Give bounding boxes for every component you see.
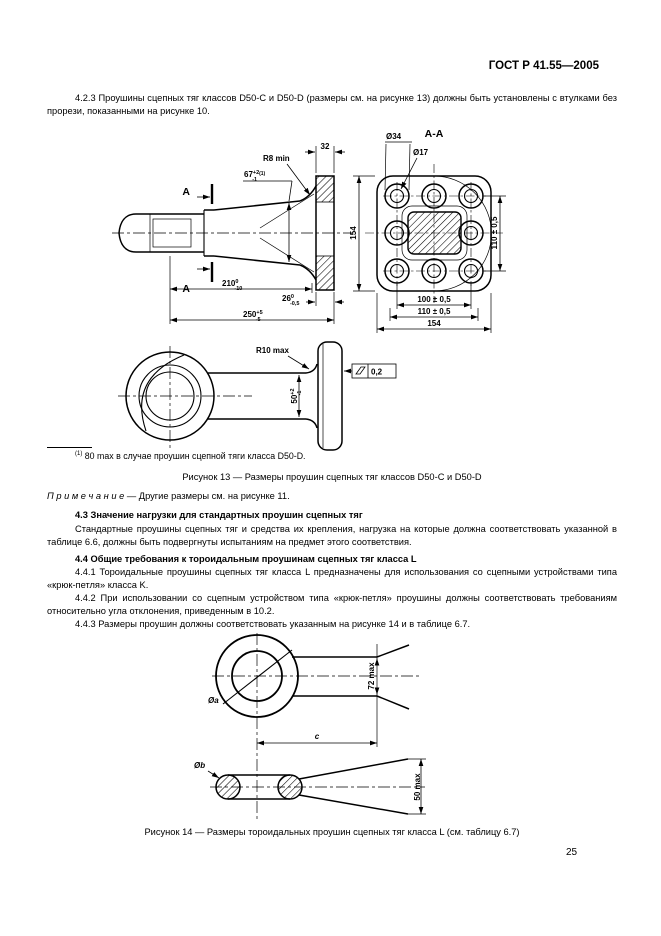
paragraph-4-3: Стандартные проушины сцепных тяг и средс… xyxy=(47,524,617,547)
fig13-caption: Рисунок 13 — Размеры проушин сцепных тяг… xyxy=(182,472,482,482)
figure-14: Øа 72 max c Øb 50 max xyxy=(194,633,426,820)
dim-67-label: 67+2-1(1) xyxy=(244,170,266,183)
section-title: А-А xyxy=(425,128,444,140)
footnote: (1) 80 max в случае проушин сцепной тяги… xyxy=(47,451,617,461)
note-text: — Другие размеры см. на рисунке 11. xyxy=(124,491,290,501)
dim-154-bottom-label: 154 xyxy=(427,319,441,328)
central-boss-hatch xyxy=(407,211,462,255)
dim-r10-label: R10 max xyxy=(256,346,289,355)
dim-250-label: 250+5-5 xyxy=(243,310,263,323)
bolt-holes xyxy=(384,183,484,284)
page-number: 25 xyxy=(566,847,578,858)
dim-100-bottom-label: 100 ± 0,5 xyxy=(417,295,451,304)
note: П р и м е ч а н и е — Другие размеры см.… xyxy=(47,490,617,503)
fig13-section-dimensions: Ø34 Ø17 154 110 ± 0,5 100 ± 0,5 110 ± xyxy=(349,132,506,333)
fig13-side-dimensions: 32 R8 min 67+2-1(1) 2100-10 260-0,5 250+… xyxy=(169,142,345,324)
dim-50-label: 50+2-1 xyxy=(290,388,303,403)
dim-dia34-label: Ø34 xyxy=(386,132,402,141)
fig13-eye-dimensions: R10 max 50+2-1 0,2 xyxy=(256,346,397,417)
doc-header: ГОСТ Р 41.55—2005 xyxy=(488,60,599,72)
note-label: П р и м е ч а н и е xyxy=(47,491,125,501)
dim-r8-label: R8 min xyxy=(263,154,290,163)
dim-dia17-label: Ø17 xyxy=(413,148,429,157)
fig14-section-view: Øb xyxy=(194,758,425,815)
dim-32-label: 32 xyxy=(321,142,330,151)
dim-26-label: 260-0,5 xyxy=(282,294,299,307)
dim-210-label: 2100-10 xyxy=(222,279,242,292)
heading-4-3: 4.3 Значение нагрузки для стандартных пр… xyxy=(75,510,363,520)
fig14-caption: Рисунок 14 — Размеры тороидальных проуши… xyxy=(144,827,520,837)
footnote-marker: (1) xyxy=(75,451,83,458)
fig14-top-view: Øа xyxy=(208,633,420,820)
dim-110-right-label: 110 ± 0,5 xyxy=(490,216,499,249)
dim-154-left-label: 154 xyxy=(349,226,358,240)
footnote-text: 80 max в случае проушин сцепной тяги кла… xyxy=(82,451,306,461)
section-marker-a-top: А xyxy=(182,186,190,198)
flatness-value: 0,2 xyxy=(371,368,383,377)
fig13-side-view xyxy=(112,175,352,291)
dim-110-bottom-label: 110 ± 0,5 xyxy=(418,307,451,316)
footnote-rule xyxy=(47,447,92,448)
figure-13: А А 32 R8 min 67+2-1(1) xyxy=(112,128,506,451)
fig13-section-markers: А А xyxy=(182,184,214,295)
paragraph-4-2-3: 4.2.3 Проушины сцепных тяг классов D50-C… xyxy=(47,93,617,116)
dim-c-label: c xyxy=(315,732,320,741)
paragraph-4-4-1: 4.4.1 Тороидальные проушины сцепных тяг … xyxy=(47,567,617,590)
flange-hatch-top xyxy=(315,175,335,203)
flange-hatch-bottom xyxy=(315,255,335,291)
heading-4-4: 4.4 Общие требования к тороидальным проу… xyxy=(75,554,417,564)
flatness-symbol-icon xyxy=(355,366,366,375)
dim-dia-b-label: Øb xyxy=(194,761,205,770)
dim-50max-label: 50 max xyxy=(413,773,422,801)
dim-dia-a-label: Øа xyxy=(208,696,219,705)
paragraph-4-4-2: 4.4.2 При использовании со сцепным устро… xyxy=(47,593,617,616)
fig14-top-dimensions: 72 max c xyxy=(257,644,380,747)
torus-section-left xyxy=(215,774,241,800)
dim-72-label: 72 max xyxy=(367,662,376,690)
paragraph-4-4-3: 4.4.3 Размеры проушин должны соответство… xyxy=(75,619,471,629)
fig13-section-view: А-А xyxy=(365,128,503,303)
fig14-section-dimensions: 50 max xyxy=(408,758,426,815)
fig13-eye-view xyxy=(118,341,343,451)
torus-section-right xyxy=(277,774,303,800)
